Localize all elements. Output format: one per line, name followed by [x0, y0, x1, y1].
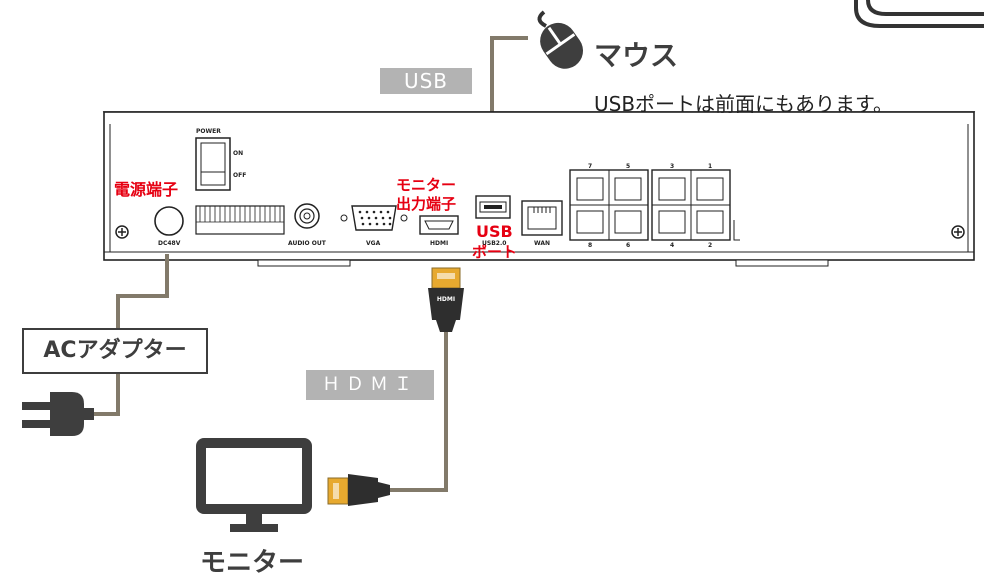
hdmi-plug-text: HDMI: [436, 296, 456, 303]
hdmi-port-label: HDMI: [430, 240, 449, 247]
hdmi-cable-label: ＨＤＭＩ: [306, 370, 434, 400]
lan-port-1-label: 1: [708, 163, 713, 170]
switch-on-label: ON: [233, 150, 244, 157]
mouse-icon: [537, 10, 584, 69]
lan-port-3-label: 3: [670, 163, 675, 170]
corner-decoration: [854, 0, 984, 28]
monitor-output-label-line2: 出力端子: [396, 195, 457, 213]
usb2-label: USB2.0: [482, 240, 507, 247]
ac-adapter-label: ACアダプター: [22, 328, 208, 374]
switch-off-label: OFF: [233, 172, 247, 179]
lan-port-4-label: 4: [670, 242, 675, 249]
dc-input-label: DC48V: [158, 240, 181, 247]
lan-port-8-label: 8: [588, 242, 593, 249]
power-plug-icon: [22, 392, 94, 436]
hdmi-cable: [386, 330, 448, 492]
usb-cable-label: USB: [380, 68, 472, 94]
audio-out-label: AUDIO OUT: [288, 240, 326, 247]
wan-label: WAN: [534, 240, 551, 247]
hdmi-plug-bottom: [327, 474, 390, 506]
power-terminal-label: 電源端子: [114, 180, 179, 199]
usb-port-label-line1: USB: [476, 222, 513, 241]
monitor-output-label-line1: モニター: [396, 176, 457, 194]
power-switch-label: POWER: [196, 128, 221, 135]
mouse-label: マウス: [594, 39, 679, 72]
recorder-rear-panel: [102, 111, 976, 267]
lan-port-2-label: 2: [708, 242, 713, 249]
lan-port-6-label: 6: [626, 242, 631, 249]
lan-port-7-label: 7: [588, 163, 593, 170]
usb-port-label-line2: ポート: [472, 243, 518, 261]
ac-adapter-cable: [92, 254, 169, 416]
usb-front-note: USBポートは前面にもあります。: [594, 92, 894, 116]
hdmi-plug-top: [428, 267, 464, 332]
lan-port-5-label: 5: [626, 163, 631, 170]
vga-label: VGA: [366, 240, 381, 247]
monitor-icon: [196, 438, 312, 532]
monitor-label: モニター: [200, 548, 305, 578]
